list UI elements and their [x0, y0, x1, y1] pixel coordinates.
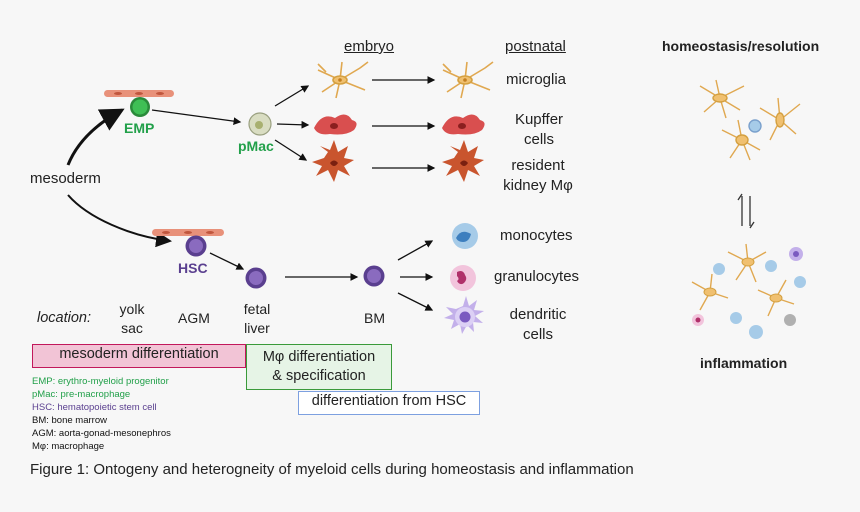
arrow-mesoderm-hsc — [67, 194, 172, 248]
arrow-pmac-kidney — [274, 139, 308, 161]
kupffer-label-line2: cells — [523, 131, 554, 148]
arrow-pmac-microglia — [274, 85, 310, 107]
monocyte-cell — [452, 223, 478, 249]
fetal-line1: fetal — [243, 301, 271, 317]
legend-hsc: HSC: hematopoietic stem cell — [32, 402, 157, 413]
kupffer-postnatal — [442, 114, 485, 135]
dendritic-label: dendritic cells — [504, 305, 572, 345]
kidney-label-line2: kidney Mφ — [503, 177, 573, 194]
kupffer-embryo — [314, 114, 357, 135]
bm-label: BM — [364, 310, 385, 326]
agm-endothelium — [152, 229, 224, 236]
dendritic-cell — [444, 296, 484, 334]
legend-emp: EMP: erythro-myeloid progenitor — [32, 376, 169, 387]
legend-mphi: Mφ: macrophage — [32, 441, 105, 452]
microglia-label: microglia — [506, 71, 567, 88]
fetal-liver-hsc — [245, 267, 267, 289]
emp-cell — [130, 97, 150, 117]
emp-label: EMP — [124, 120, 155, 136]
fetal-liver-label: fetal liver — [237, 300, 277, 338]
mphi-box-line1: Mφ differentiation — [262, 349, 376, 365]
legend-pmac: pMac: pre-macrophage — [32, 389, 131, 400]
arrow-bm-monocytes — [397, 240, 434, 261]
pmac-label: pMac — [238, 138, 274, 154]
granulocytes-label: granulocytes — [494, 268, 580, 285]
kupffer-label: Kupffer cells — [511, 110, 567, 150]
homeostasis-cells — [699, 79, 801, 161]
hsc-differentiation-box: differentiation from HSC — [298, 391, 480, 415]
kidney-mphi-embryo — [312, 140, 354, 182]
arrow-pmac-kupffer — [276, 120, 310, 129]
kidney-mphi-label: resident kidney Mφ — [498, 156, 578, 196]
mesoderm-differentiation-box: mesoderm differentiation — [32, 344, 246, 368]
postnatal-header: postnatal — [505, 38, 566, 55]
legend-bm: BM: bone marrow — [32, 415, 107, 426]
legend-agm: AGM: aorta-gonad-mesonephros — [32, 428, 171, 439]
mphi-box-line2: & specification — [272, 368, 366, 384]
yolk-line1: yolk — [119, 301, 145, 317]
hsc-label: HSC — [178, 260, 208, 276]
dendritic-label-line1: dendritic — [509, 306, 567, 323]
arrow-emp-pmac — [151, 109, 242, 125]
figure-caption: Figure 1: Ontogeny and heterogneity of m… — [30, 461, 634, 478]
bm-hsc — [363, 265, 385, 287]
kupffer-label-line1: Kupffer — [514, 111, 564, 128]
equilibrium-arrows — [737, 193, 755, 229]
homeostasis-header: homeostasis/resolution — [662, 38, 820, 54]
monocytes-label: monocytes — [500, 227, 573, 244]
arrow-mesoderm-emp — [66, 108, 125, 166]
yolk-line2: sac — [121, 320, 143, 336]
arrow-hsc-fetal-liver — [209, 252, 245, 270]
yolk-sac-label: yolk sac — [112, 300, 152, 338]
fetal-line2: liver — [244, 320, 270, 336]
microglia-postnatal — [442, 61, 494, 99]
microglia-embryo — [317, 61, 369, 99]
hsc-cell — [185, 235, 207, 257]
mphi-differentiation-box: Mφ differentiation & specification — [246, 344, 392, 390]
granulocyte-cell — [450, 265, 476, 291]
yolk-sac-endothelium — [104, 90, 174, 97]
embryo-header: embryo — [344, 38, 395, 55]
inflammation-cells — [691, 243, 806, 339]
kidney-mphi-postnatal — [442, 140, 484, 182]
agm-label: AGM — [178, 310, 210, 326]
mesoderm-label: mesoderm — [30, 170, 101, 187]
dendritic-label-line2: cells — [522, 326, 553, 343]
location-label: location: — [37, 310, 92, 326]
kidney-label-line1: resident — [511, 157, 565, 174]
inflammation-header: inflammation — [700, 355, 788, 371]
arrow-bm-dendritic — [397, 292, 434, 311]
pmac-cell — [248, 112, 272, 136]
